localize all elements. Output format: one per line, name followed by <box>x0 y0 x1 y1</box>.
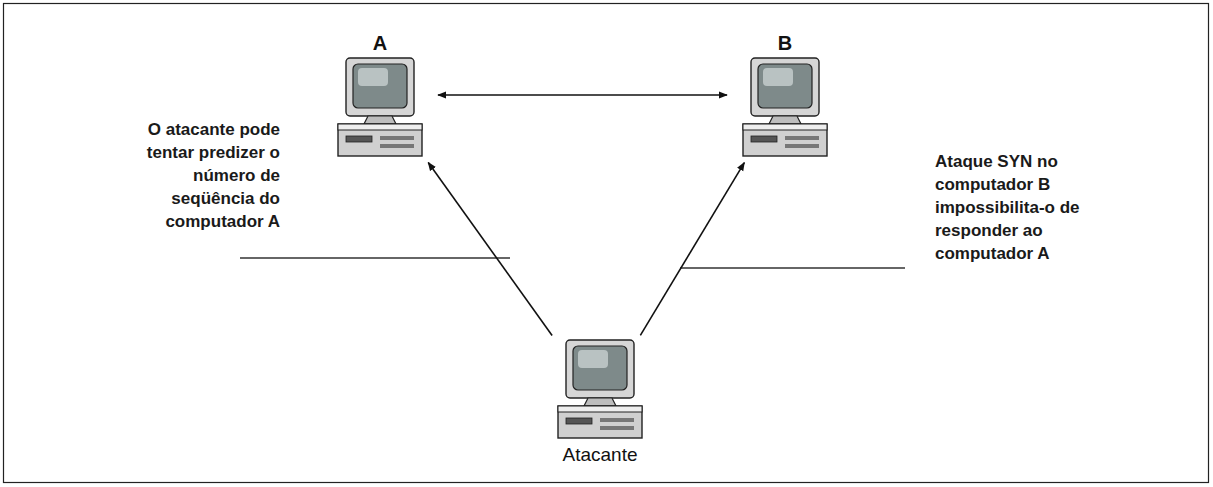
computer-icon <box>334 56 426 160</box>
frame-border <box>4 4 1209 483</box>
computer-node: Atacante <box>545 338 655 467</box>
arrow-connector <box>438 94 727 96</box>
arrow-connector <box>428 162 552 335</box>
computer-label: Atacante <box>563 442 638 467</box>
annotation-note: Ataque SYN no computador B impossibilita… <box>935 150 1109 265</box>
computer-icon <box>739 56 831 160</box>
leader-line <box>240 257 510 258</box>
computer-node: B <box>730 30 840 160</box>
computer-label: A <box>373 30 387 56</box>
computer-label: B <box>778 30 792 56</box>
computer-node: A <box>325 30 435 160</box>
arrow-connector <box>640 163 744 336</box>
leader-line <box>680 267 905 268</box>
annotation-note: O atacante pode tentar predizer o número… <box>106 118 280 233</box>
computer-icon <box>554 338 646 442</box>
